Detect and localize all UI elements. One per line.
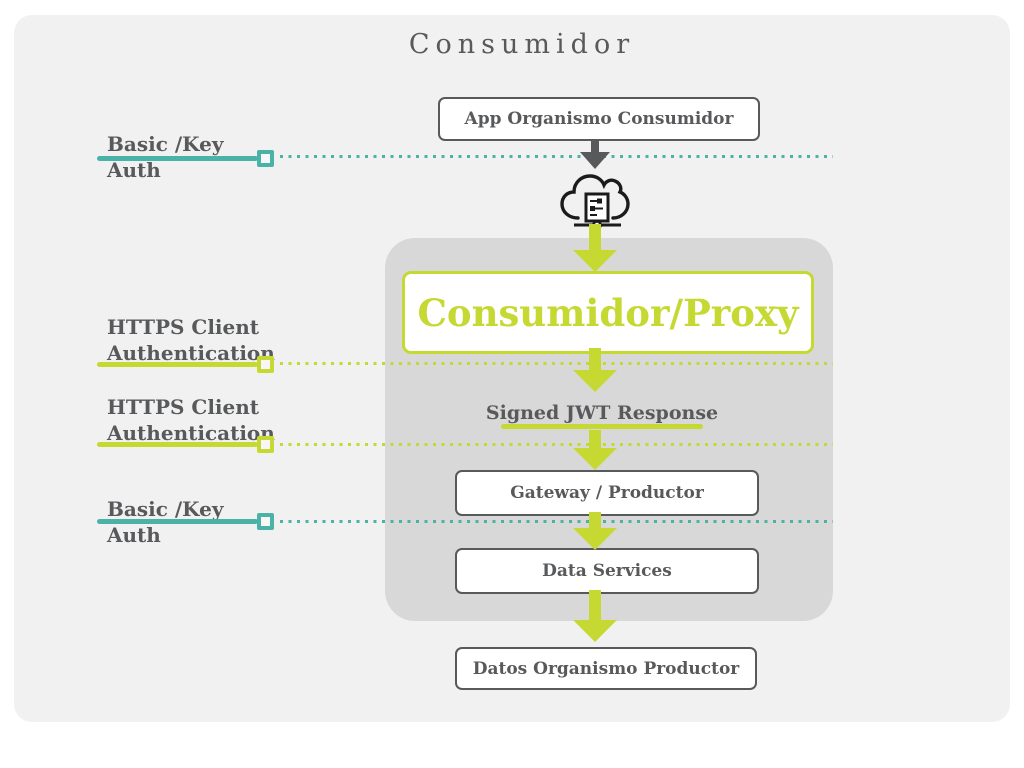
data-services-node: Data Services	[455, 548, 759, 594]
auth-solid-line-3	[97, 442, 258, 447]
auth-endpoint-square-4	[257, 513, 274, 530]
auth-dotted-line-4	[280, 520, 833, 523]
datos-organismo-productor-label: Datos Organismo Productor	[472, 658, 740, 679]
flow-arrow-proxy-to-jwt	[573, 348, 617, 392]
auth-endpoint-square-2	[257, 356, 274, 373]
gateway-productor-label: Gateway / Productor	[510, 483, 704, 503]
auth-dotted-line-3	[280, 443, 833, 446]
arrow-down-icon	[580, 139, 610, 169]
auth-endpoint-square-3	[257, 436, 274, 453]
auth-label-basic-key-1: Basic /Key Auth	[107, 132, 224, 182]
gateway-productor-node: Gateway / Productor	[455, 470, 759, 516]
app-organismo-consumidor-label: App Organismo Consumidor	[464, 109, 734, 129]
flow-arrow-data-to-datos	[573, 590, 617, 642]
app-organismo-consumidor-node: App Organismo Consumidor	[438, 97, 760, 141]
flow-arrow-gateway-to-data	[573, 512, 617, 550]
auth-label-basic-key-2: Basic /Key Auth	[107, 497, 224, 547]
datos-organismo-productor-node: Datos Organismo Productor	[455, 647, 757, 690]
auth-endpoint-square-1	[257, 150, 274, 167]
flow-arrow-cloud-to-proxy	[573, 224, 617, 272]
auth-solid-line-4	[97, 519, 258, 524]
auth-dotted-line-1	[280, 155, 833, 158]
auth-solid-line-1	[97, 156, 258, 161]
signed-jwt-response-label: Signed JWT Response	[485, 402, 719, 424]
diagram-title: Consumidor	[408, 29, 636, 60]
signed-jwt-underline	[501, 424, 703, 429]
consumidor-proxy-node: Consumidor/Proxy	[402, 271, 814, 354]
data-services-label: Data Services	[542, 561, 672, 581]
flow-arrow-jwt-to-gateway	[573, 430, 617, 470]
auth-label-https-1: HTTPS Client Authentication	[107, 315, 275, 365]
consumidor-proxy-label: Consumidor/Proxy	[417, 290, 799, 335]
auth-label-https-2: HTTPS Client Authentication	[107, 395, 275, 445]
cloud-network-icon	[560, 174, 630, 230]
auth-solid-line-2	[97, 362, 258, 367]
auth-dotted-line-2	[280, 362, 833, 365]
